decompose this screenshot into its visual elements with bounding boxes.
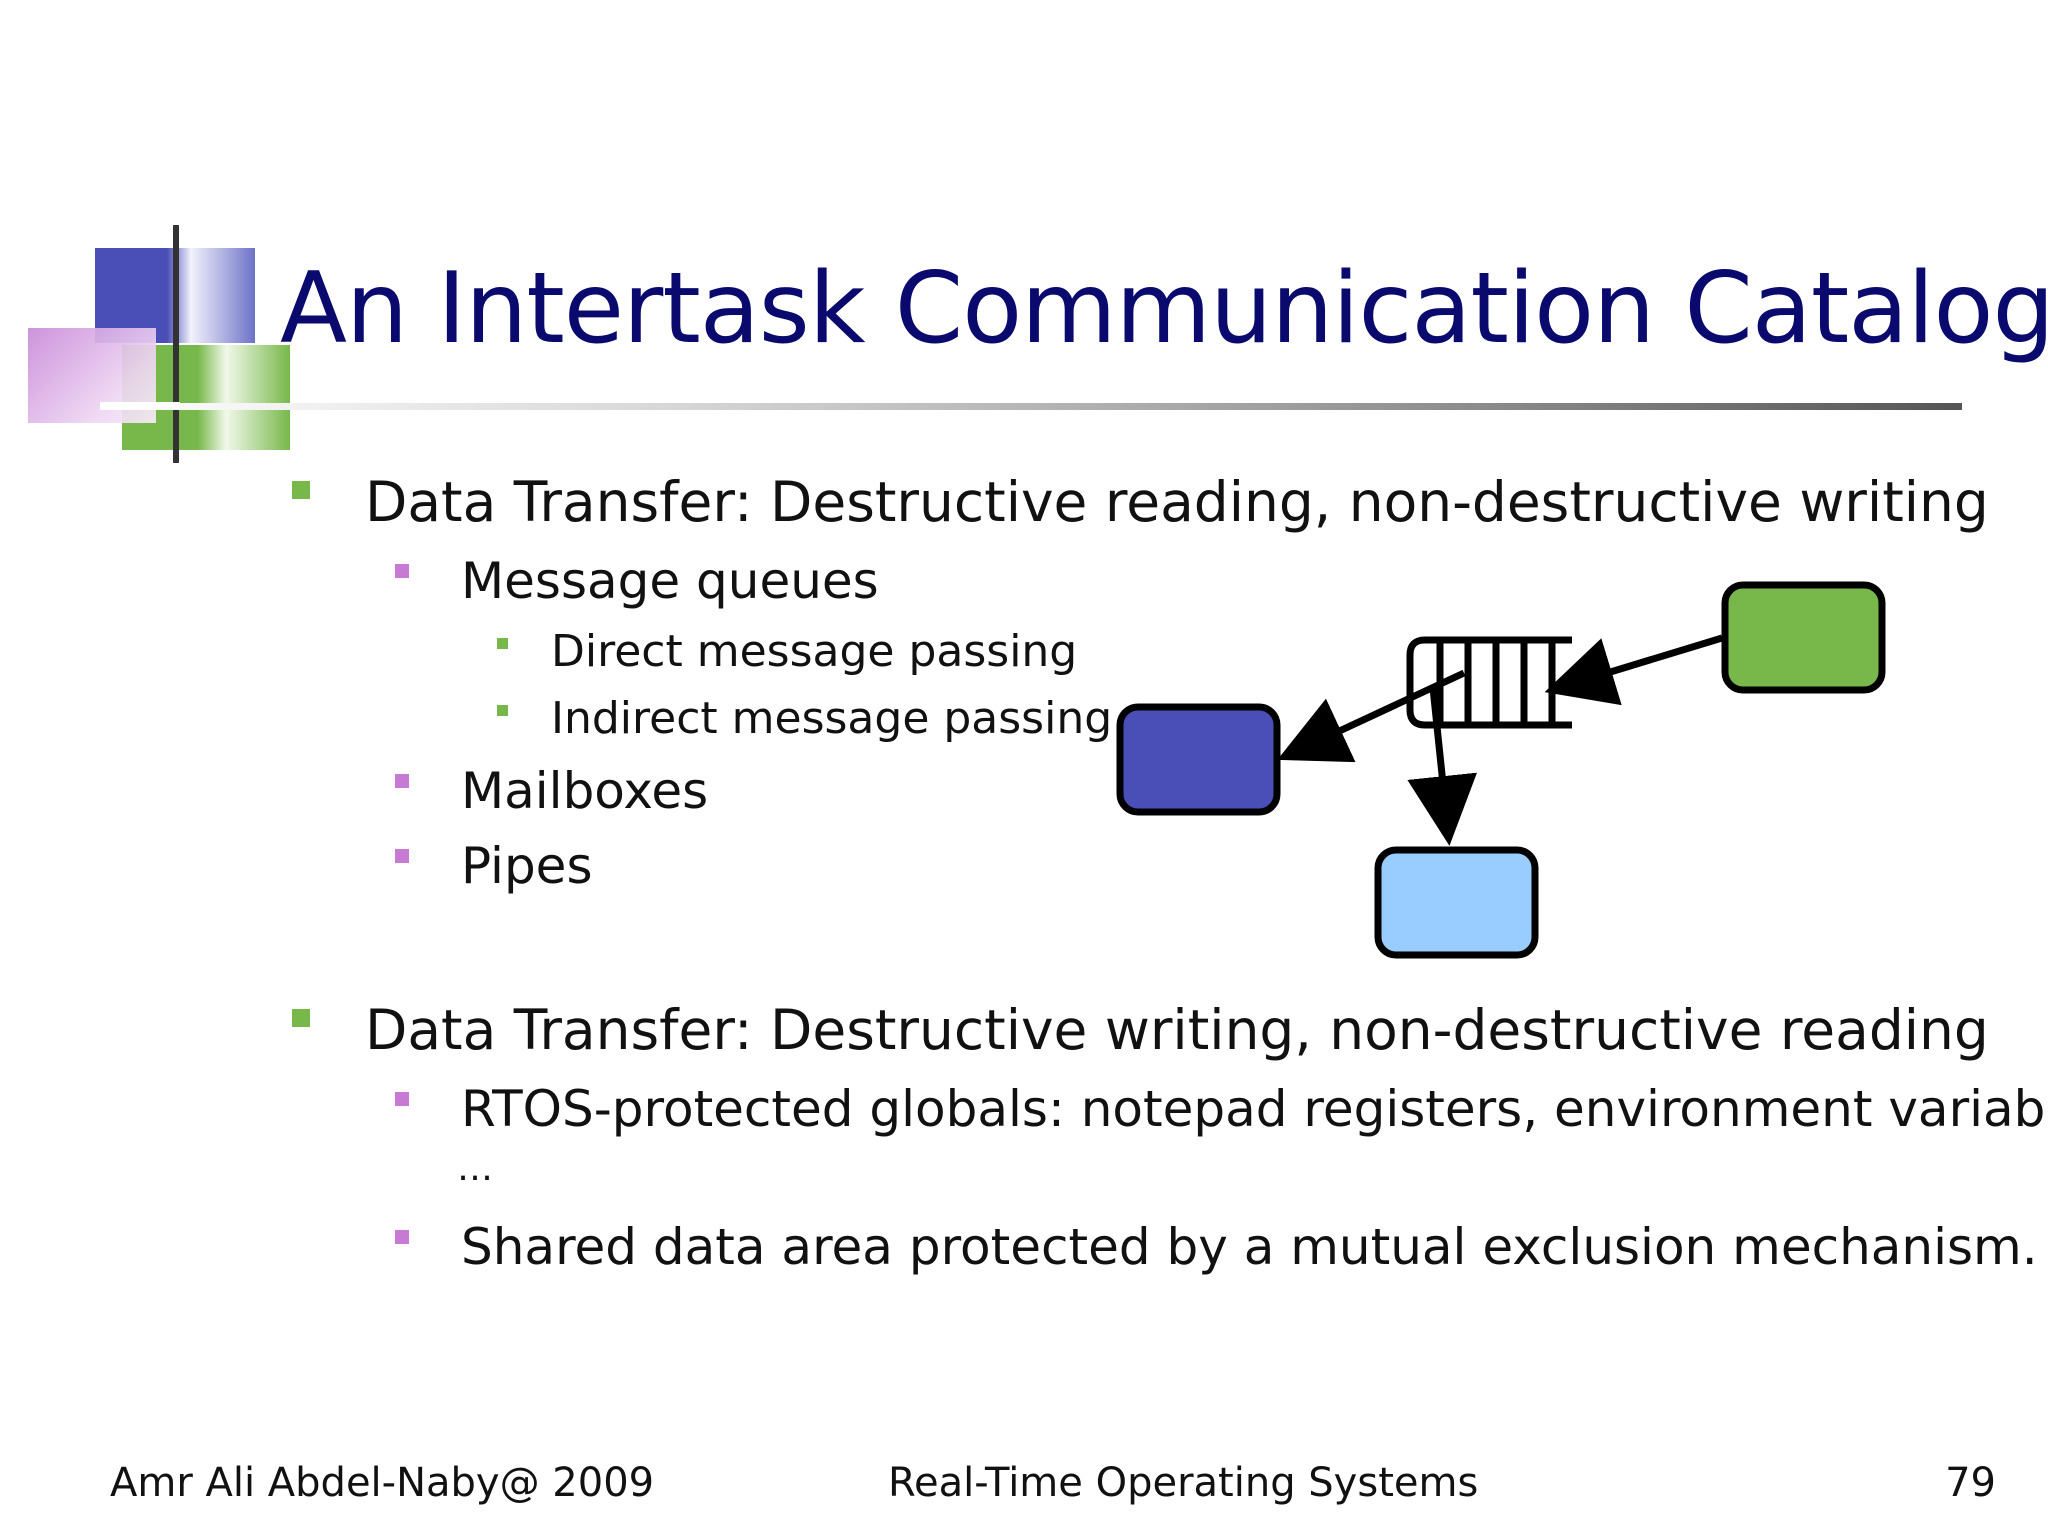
bullet-marker bbox=[497, 638, 508, 649]
sender-task-box bbox=[1721, 581, 1886, 694]
bullet-text: Pipes bbox=[461, 837, 593, 895]
bullet-destructive-writing: Data Transfer: Destructive writing, non-… bbox=[292, 998, 1989, 1062]
slide-title: An Intertask Communication Catalog bbox=[280, 252, 2048, 366]
bullet-marker bbox=[497, 705, 508, 716]
arrow-queue-to-receiver-1 bbox=[1277, 669, 1466, 763]
bullet-text: Mailboxes bbox=[461, 762, 709, 820]
bullet-text: Direct message passing bbox=[551, 626, 1078, 677]
bullet-text: Message queues bbox=[461, 552, 879, 610]
bullet-text: Data Transfer: Destructive reading, non-… bbox=[365, 470, 1989, 534]
bullet-text: Data Transfer: Destructive writing, non-… bbox=[365, 998, 1989, 1062]
bullet-pipes: Pipes bbox=[395, 837, 593, 895]
arrow-queue-to-receiver-2 bbox=[1407, 687, 1478, 846]
bullet-rtos-protected-globals: RTOS-protected globals: notepad register… bbox=[395, 1080, 2048, 1138]
receiver-task-box-2 bbox=[1374, 846, 1539, 959]
bullet-shared-data-area: Shared data area protected by a mutual e… bbox=[395, 1218, 2038, 1276]
bullet-marker bbox=[395, 1230, 409, 1244]
logo-horizontal-line bbox=[100, 402, 180, 407]
bullet-text: Shared data area protected by a mutual e… bbox=[461, 1218, 2038, 1276]
bullet-text: Indirect message passing bbox=[551, 693, 1113, 744]
title-underline bbox=[100, 403, 1962, 410]
bullet-marker bbox=[395, 1092, 409, 1106]
bullet-indirect-message-passing: Indirect message passing bbox=[497, 693, 1112, 744]
bullet-marker bbox=[395, 774, 409, 788]
footer-course-title: Real-Time Operating Systems bbox=[888, 1460, 1479, 1506]
bullet-destructive-reading: Data Transfer: Destructive reading, non-… bbox=[292, 470, 1989, 534]
footer-author: Amr Ali Abdel-Naby@ 2009 bbox=[110, 1460, 655, 1506]
logo-vertical-line bbox=[173, 225, 179, 463]
bullet-direct-message-passing: Direct message passing bbox=[497, 626, 1077, 677]
bullet-marker bbox=[395, 849, 409, 863]
bullet-text: RTOS-protected globals: notepad register… bbox=[461, 1080, 2048, 1138]
footer-page-number: 79 bbox=[1945, 1460, 1996, 1506]
bullet-marker bbox=[292, 1009, 310, 1027]
arrow-sender-to-queue bbox=[1544, 634, 1724, 706]
bullet-message-queues: Message queues bbox=[395, 552, 879, 610]
bullet-continuation: … bbox=[457, 1148, 493, 1189]
bullet-marker bbox=[395, 564, 409, 578]
bullet-mailboxes: Mailboxes bbox=[395, 762, 708, 820]
receiver-task-box-1 bbox=[1116, 703, 1281, 816]
bullet-marker bbox=[292, 481, 310, 499]
